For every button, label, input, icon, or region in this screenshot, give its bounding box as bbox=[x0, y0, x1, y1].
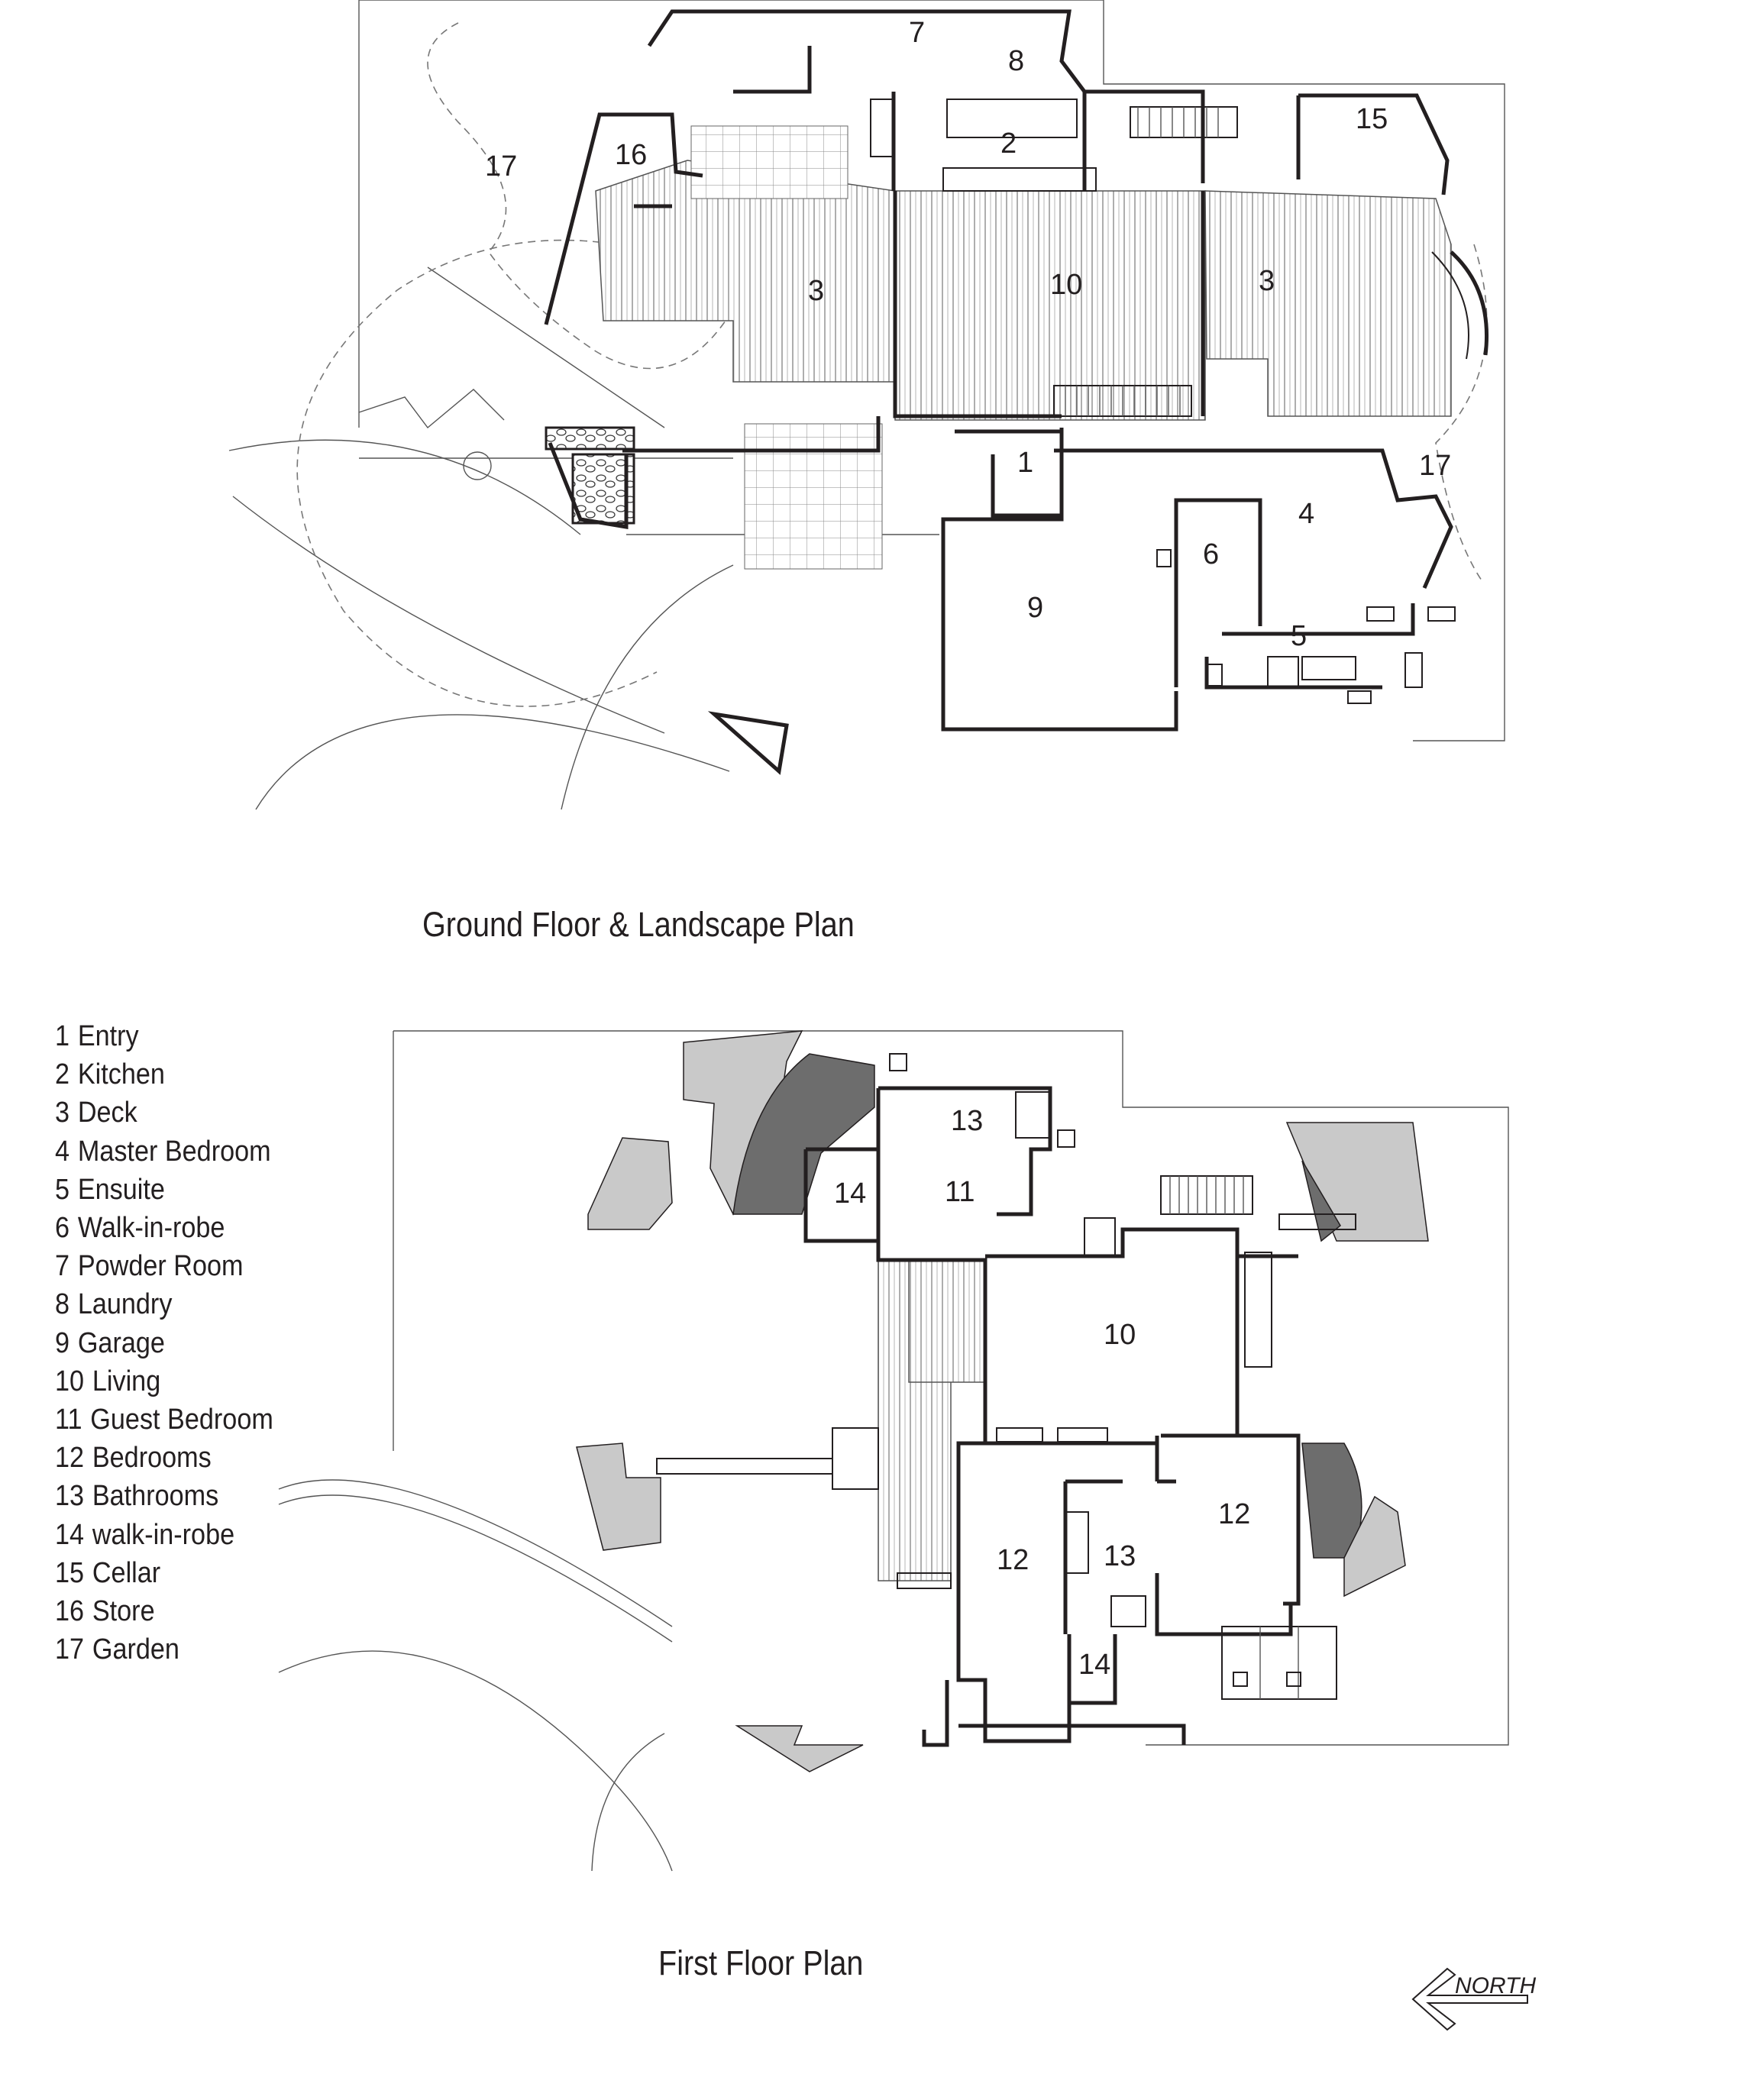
room-label-3-east: 3 bbox=[1259, 265, 1275, 297]
room-label-12-west: 12 bbox=[997, 1544, 1029, 1576]
legend-label: Garden bbox=[92, 1633, 179, 1666]
legend-number: 2 bbox=[55, 1058, 70, 1091]
legend-label: Ensuite bbox=[77, 1173, 165, 1206]
room-label-6: 6 bbox=[1203, 538, 1219, 570]
north-label: NORTH bbox=[1455, 1973, 1536, 1998]
legend-label: Garage bbox=[77, 1326, 165, 1359]
room-label-8: 8 bbox=[1008, 45, 1024, 77]
legend-label: Kitchen bbox=[77, 1058, 165, 1091]
roof-shade-5 bbox=[1301, 1160, 1341, 1242]
landscape-arcs bbox=[228, 22, 1488, 810]
room-label-3-west: 3 bbox=[808, 275, 824, 307]
roof-shade-9 bbox=[735, 1725, 864, 1772]
roof-shade-6 bbox=[576, 1443, 661, 1551]
room-label-9: 9 bbox=[1027, 592, 1043, 624]
room-label-7: 7 bbox=[909, 17, 925, 49]
roof-shade-4 bbox=[1285, 1122, 1429, 1242]
first-floor-stair bbox=[656, 1053, 1356, 1700]
legend-number: 11 bbox=[55, 1404, 82, 1436]
room-label-1: 1 bbox=[1017, 447, 1033, 479]
legend-number: 3 bbox=[55, 1097, 70, 1129]
room-label-14-west: 14 bbox=[834, 1178, 866, 1210]
first-floor-title: First Floor Plan bbox=[658, 1943, 864, 1982]
roof-shade-8 bbox=[1343, 1495, 1406, 1598]
legend-label: Master Bedroom bbox=[77, 1135, 271, 1168]
room-label-10: 10 bbox=[1050, 269, 1082, 301]
legend-number: 17 bbox=[55, 1633, 85, 1666]
legend-number: 10 bbox=[55, 1365, 85, 1397]
legend-label: Cellar bbox=[92, 1556, 161, 1589]
room-label-17-west: 17 bbox=[485, 150, 517, 183]
room-label-13-north: 13 bbox=[951, 1105, 983, 1137]
deck-east bbox=[1204, 190, 1452, 417]
legend-number: 6 bbox=[55, 1212, 70, 1245]
first-floor-plan: 13 14 11 10 12 12 13 14 bbox=[278, 1030, 1509, 1872]
legend-number: 8 bbox=[55, 1288, 70, 1321]
first-floor-arcs bbox=[278, 1479, 673, 1872]
legend-number: 4 bbox=[55, 1135, 70, 1168]
legend-number: 12 bbox=[55, 1442, 85, 1475]
room-label-5: 5 bbox=[1291, 620, 1307, 652]
room-label-2: 2 bbox=[1000, 128, 1017, 160]
room-label-15: 15 bbox=[1356, 103, 1388, 135]
room-label-17-east: 17 bbox=[1419, 450, 1451, 482]
ground-walls bbox=[544, 9, 1453, 732]
first-floor-room-labels: 13 14 11 10 12 12 13 14 bbox=[834, 1105, 1250, 1681]
room-label-12-east: 12 bbox=[1218, 1498, 1250, 1530]
room-label-14-south: 14 bbox=[1078, 1649, 1110, 1681]
legend-number: 15 bbox=[55, 1556, 85, 1589]
ground-floor-title: Ground Floor & Landscape Plan bbox=[422, 905, 855, 944]
legend-label: Guest Bedroom bbox=[90, 1404, 273, 1436]
legend-label: walk-in-robe bbox=[92, 1518, 235, 1551]
north-arrow: NORTH bbox=[1411, 1967, 1536, 2031]
legend-number: 7 bbox=[55, 1250, 70, 1283]
ground-room-labels: 7 8 2 15 16 17 3 10 3 1 17 4 6 9 5 bbox=[485, 17, 1451, 652]
room-label-11: 11 bbox=[945, 1176, 975, 1208]
roof-shade-3 bbox=[587, 1137, 673, 1230]
legend-label: Walk-in-robe bbox=[77, 1212, 225, 1245]
room-label-16: 16 bbox=[615, 139, 647, 171]
legend-label: Bathrooms bbox=[92, 1480, 219, 1513]
legend-label: Living bbox=[92, 1365, 161, 1397]
room-label-10-first: 10 bbox=[1104, 1319, 1136, 1351]
legend-number: 5 bbox=[55, 1173, 70, 1206]
legend-number: 9 bbox=[55, 1326, 70, 1359]
ground-stair bbox=[870, 99, 1456, 704]
legend-number: 14 bbox=[55, 1518, 85, 1551]
room-label-13-south: 13 bbox=[1104, 1540, 1136, 1572]
legend-label: Deck bbox=[77, 1097, 137, 1129]
legend-label: Store bbox=[92, 1595, 155, 1628]
ground-floor-plan: 7 8 2 15 16 17 3 10 3 1 17 4 6 9 5 bbox=[228, 0, 1505, 810]
legend-label: Powder Room bbox=[77, 1250, 244, 1283]
legend-label: Laundry bbox=[77, 1288, 173, 1321]
legend-number: 13 bbox=[55, 1480, 85, 1513]
legend-label: Bedrooms bbox=[92, 1442, 212, 1475]
legend-label: Entry bbox=[77, 1020, 139, 1052]
legend-number: 1 bbox=[55, 1020, 70, 1052]
legend-number: 16 bbox=[55, 1595, 85, 1628]
room-label-4: 4 bbox=[1298, 498, 1314, 530]
